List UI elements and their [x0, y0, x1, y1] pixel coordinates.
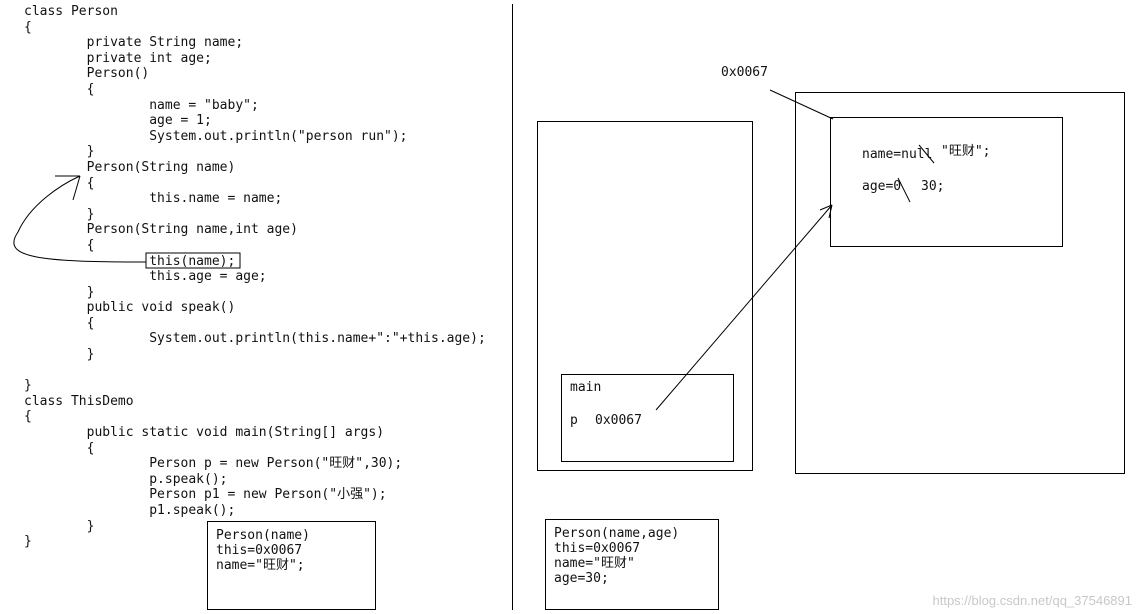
note-line: age=30;: [554, 571, 609, 586]
code-line: this(name);: [24, 253, 236, 269]
code-line: }: [24, 284, 95, 300]
note-line: name="旺财";: [216, 558, 305, 573]
field-name-new-value: "旺财";: [941, 144, 991, 159]
stack-var-value: 0x0067: [595, 413, 642, 428]
code-line: }: [24, 534, 32, 550]
call-arrow-curve: [13, 175, 147, 263]
code-line: {: [24, 440, 95, 456]
strike-null: [918, 144, 935, 164]
address-pointer-line: [769, 89, 834, 120]
code-line: this.age = age;: [24, 269, 267, 285]
highlight-box: [145, 252, 241, 269]
code-listing: class Person{ private String name; priva…: [24, 4, 486, 550]
code-line: private String name;: [24, 35, 244, 51]
code-line: this.name = name;: [24, 191, 283, 207]
stack-region: [537, 121, 753, 471]
field-name-label: name=null: [862, 147, 933, 162]
person-object: [830, 117, 1063, 247]
frame-note-person-name: Person(name) this=0x0067 name="旺财";: [207, 521, 376, 610]
code-line: class Person: [24, 4, 118, 19]
strike-zero: [897, 177, 911, 203]
code-line: {: [24, 19, 32, 35]
heap-address-label: 0x0067: [721, 65, 768, 80]
heap-region: [795, 92, 1125, 474]
code-line: {: [24, 237, 95, 253]
main-frame-label: main: [570, 380, 602, 395]
code-line: p.speak();: [24, 471, 228, 487]
code-line: Person p = new Person("旺财",30);: [24, 456, 403, 472]
code-line: }: [24, 347, 95, 363]
code-line: p1.speak();: [24, 503, 236, 518]
code-line: }: [24, 518, 95, 534]
code-line: class ThisDemo: [24, 393, 134, 409]
code-line: {: [24, 81, 95, 97]
note-line: Person(name): [216, 528, 310, 543]
code-line: {: [24, 315, 95, 331]
main-frame: [561, 374, 734, 462]
code-line: public void speak(): [24, 300, 236, 316]
frame-note-person-name-age: Person(name,age) this=0x0067 name="旺财" a…: [545, 519, 719, 610]
code-line: Person(): [24, 66, 150, 82]
watermark: https://blog.csdn.net/qq_37546891: [932, 593, 1133, 608]
code-line: {: [24, 409, 32, 425]
note-line: this=0x0067: [216, 543, 303, 558]
code-line: System.out.println("person run");: [24, 128, 408, 144]
code-line: Person(String name): [24, 159, 236, 175]
code-line: name = "baby";: [24, 97, 259, 113]
divider-line: [512, 4, 513, 610]
reference-arrow-line: [655, 204, 833, 411]
code-line: Person p1 = new Person("小强");: [24, 487, 387, 503]
code-line: }: [24, 144, 95, 160]
code-line: }: [24, 378, 32, 394]
code-line: }: [24, 206, 95, 222]
reference-arrow-head: [819, 204, 833, 219]
field-age-label: age=0: [862, 179, 902, 194]
note-line: Person(name,age): [554, 526, 680, 541]
note-line: name="旺财": [554, 556, 635, 571]
code-line: age = 1;: [24, 113, 212, 129]
call-arrow-head: [55, 175, 81, 201]
code-line: private int age;: [24, 50, 212, 66]
code-line: {: [24, 175, 95, 191]
note-line: this=0x0067: [554, 541, 641, 556]
code-line: Person(String name,int age): [24, 222, 298, 238]
stack-var-name: p: [570, 413, 578, 428]
code-line: System.out.println(this.name+":"+this.ag…: [24, 331, 486, 347]
field-age-new-value: 30;: [921, 179, 945, 194]
code-line: public static void main(String[] args): [24, 425, 385, 441]
